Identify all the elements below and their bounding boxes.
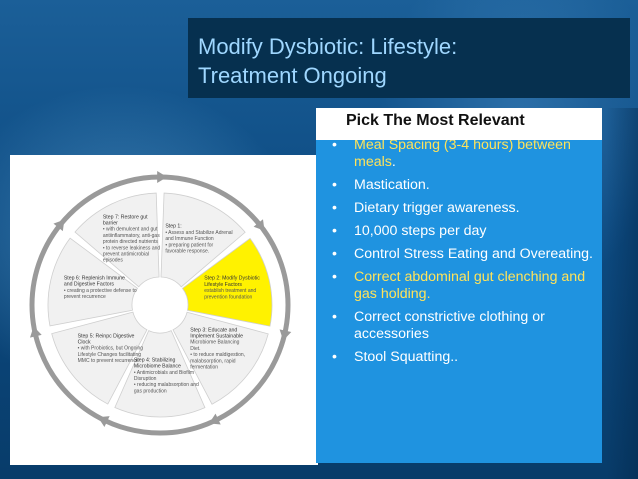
segment-text: gas production [134, 388, 167, 394]
cycle-segment [74, 192, 160, 288]
segment-text: • creating a protective defense to [64, 288, 137, 294]
list-item-text: Stool Squatting.. [354, 349, 459, 365]
segment-text: Step 3: Educate and [190, 327, 237, 333]
lifestyle-list-panel: • Meal Spacing (3-4 hours) between meals.… [316, 131, 602, 463]
segment-text: Step 6: Replenish Immune [64, 275, 125, 281]
segment-text: Diet. [190, 346, 200, 352]
bullet-icon: • [332, 137, 337, 153]
list-item: • Correct constrictive clothing or access… [328, 309, 594, 343]
segment-text: Step 2: Modify Dysbiotic [204, 276, 260, 282]
segment-text: • with demulcent and gut [103, 227, 158, 233]
segment-text: antiinflammatory, anti-gas [103, 233, 160, 239]
lifestyle-list: • Meal Spacing (3-4 hours) between meals.… [328, 137, 594, 366]
segment-text: Step 5: Reinpc Digestive [78, 333, 135, 339]
subtitle-bar: Pick The Most Relevant [316, 108, 602, 140]
list-item: • Mastication. [328, 177, 594, 194]
list-item: • Correct abdominal gut clenching and gas… [328, 269, 594, 303]
bullet-icon: • [332, 223, 337, 239]
segment-text: prevention foundation [204, 294, 252, 300]
cycle-segment [47, 237, 139, 327]
segment-text: fermentation [190, 364, 218, 370]
segment-text: • to reverse leakiness and [103, 245, 161, 251]
segment-text: • with Probiotics, but Ongoing [78, 346, 144, 352]
segment-text: • Assess and Stabilize Adrenal [165, 230, 232, 236]
segment-text: Implement Sustainable [190, 333, 243, 339]
list-item-text: Control Stress Eating and Overeating. [354, 246, 593, 262]
bullet-icon: • [332, 309, 337, 325]
list-item-text: 10,000 steps per day [354, 223, 487, 239]
subtitle-text: Pick The Most Relevant [346, 112, 525, 129]
segment-text: Lifestyle Changes facilitating [78, 352, 142, 358]
segment-text: Microbiome Balancing [190, 340, 239, 346]
segment-text: protein directed nutrients [103, 239, 159, 245]
cycle-arrow-icon [157, 170, 168, 183]
segment-text: favorable response. [165, 248, 209, 254]
cycle-segment [114, 330, 206, 418]
segment-text: Step 7: Restore gut [103, 214, 148, 220]
list-item-tail: . [391, 154, 396, 170]
list-item: • 10,000 steps per day [328, 223, 594, 240]
cycle-arrow-icon [253, 219, 265, 231]
cycle-arrow-icon [53, 219, 65, 232]
segment-text: and Digestive Factors [64, 282, 115, 288]
cycle-arrow-icon [279, 329, 292, 341]
cycle-segment [172, 311, 269, 405]
title-line-1: Modify Dysbiotic: Lifestyle: [198, 34, 458, 59]
list-item-text: Mastication. [354, 177, 430, 193]
segment-text: Lifestyle Factors [204, 282, 242, 288]
cycle-segment [51, 311, 148, 405]
segment-text: Step 1: [165, 224, 181, 230]
segment-text: prevent antimicrobial [103, 251, 149, 257]
cycle-svg: Step 1:• Assess and Stabilize Adrenaland… [29, 170, 292, 436]
bullet-icon: • [332, 349, 337, 365]
list-item-text: Dietary trigger awareness. [354, 200, 520, 216]
list-item: • Meal Spacing (3-4 hours) between meals. [328, 137, 594, 171]
bullet-icon: • [332, 200, 337, 216]
segment-text: • Antimicrobials and Biofilm [134, 370, 194, 376]
title-line-2: Treatment Ongoing [198, 63, 387, 88]
segment-text: malabsorption, rapid [190, 358, 236, 364]
list-item: • Control Stress Eating and Overeating. [328, 246, 594, 263]
cycle-arrow-icon [29, 326, 42, 338]
segment-text: Step 4: Stabilizing [134, 357, 176, 363]
cycle-arrow-icon [209, 413, 221, 425]
slide-title: Modify Dysbiotic: Lifestyle: Treatment O… [188, 18, 630, 98]
cycle-segment [181, 237, 273, 327]
bullet-icon: • [332, 246, 337, 262]
cycle-segment [160, 192, 246, 288]
list-item: • Stool Squatting.. [328, 349, 594, 366]
segment-text: Clock [78, 340, 91, 346]
list-item: • Dietary trigger awareness. [328, 200, 594, 217]
cycle-arrow-icon [98, 416, 110, 427]
list-item-text: Correct abdominal gut clenching and gas … [354, 269, 586, 302]
bullet-icon: • [332, 269, 337, 285]
bullet-icon: • [332, 177, 337, 193]
background-shade [606, 108, 638, 479]
segment-text: prevent recurrence [64, 294, 106, 300]
segment-text: establish treatment and [204, 288, 256, 294]
segment-text: Microbiome Balance [134, 364, 181, 370]
cycle-segment-label: Step 1:• Assess and Stabilize Adrenaland… [165, 224, 232, 255]
segment-text: Disruption [134, 376, 157, 382]
segment-text: and Immune Function [165, 236, 214, 242]
list-item-text: Correct constrictive clothing or accesso… [354, 309, 545, 342]
segment-text: • to reduce maldigestion, [190, 352, 245, 358]
segment-text: • preparing patient for [165, 242, 213, 248]
segment-text: • reducing malabsorption and [134, 382, 199, 388]
segment-text: MMC to prevent recurrence [78, 358, 139, 364]
list-item-text: Meal Spacing (3-4 hours) between meals [354, 137, 571, 170]
segment-text: barrier [103, 220, 118, 226]
segment-text: episodes [103, 258, 124, 264]
